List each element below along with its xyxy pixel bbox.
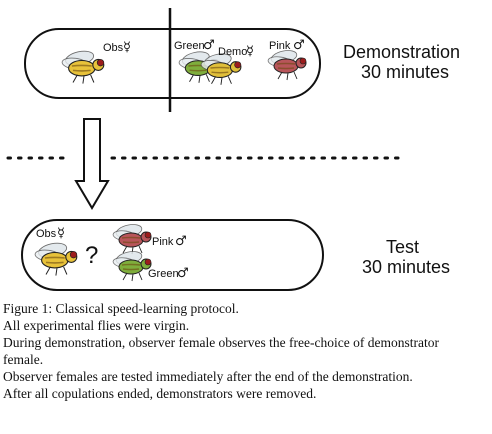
down-arrow-icon	[74, 118, 110, 210]
protocol-diagram: Obs ☿ Green ♂ Demo ☿ Pink ♂ Demonstratio…	[6, 8, 460, 291]
test-pink-male-symbol: ♂	[175, 234, 187, 249]
question-mark: ?	[85, 242, 98, 269]
test-pink-male-label: Pink	[152, 236, 174, 248]
observer-label: Obs	[103, 42, 124, 54]
test-green-male-fly	[111, 248, 152, 282]
test-green-male-symbol: ♂	[177, 266, 189, 281]
caption-line: Observer females are tested immediately …	[3, 369, 413, 384]
pink-male-fly	[266, 47, 307, 81]
pink-male-symbol: ♂	[293, 38, 305, 53]
test-phase-label: Test	[386, 237, 419, 257]
test-duration: 30 minutes	[362, 257, 450, 277]
observer-symbol: ☿	[123, 40, 131, 55]
green-male-symbol: ♂	[203, 38, 215, 53]
caption-line: female.	[3, 352, 44, 367]
demonstrator-symbol: ☿	[246, 44, 254, 59]
figure-caption: Figure 1: Classical speed-learning proto…	[3, 300, 489, 402]
caption-line: During demonstration, observer female ob…	[3, 335, 439, 350]
demonstration-phase-label: Demonstration	[343, 42, 460, 62]
demonstration-duration: 30 minutes	[361, 62, 449, 82]
test-chamber	[21, 219, 324, 291]
test-observer-fly	[33, 240, 78, 277]
observer-fly	[60, 48, 105, 85]
caption-line: All experimental flies were virgin.	[3, 318, 190, 333]
test-observer-symbol: ☿	[57, 226, 65, 241]
caption-line: After all copulations ended, demonstrato…	[3, 386, 317, 401]
caption-line: Figure 1: Classical speed-learning proto…	[3, 301, 239, 316]
test-pink-male-fly	[111, 221, 152, 255]
pink-male-label: Pink	[269, 40, 291, 52]
test-green-male-label: Green	[148, 268, 179, 280]
green-male-label: Green	[174, 40, 205, 52]
demonstrator-label: Demo	[218, 46, 247, 58]
demonstration-chamber	[24, 28, 321, 99]
test-observer-label: Obs	[36, 228, 57, 240]
